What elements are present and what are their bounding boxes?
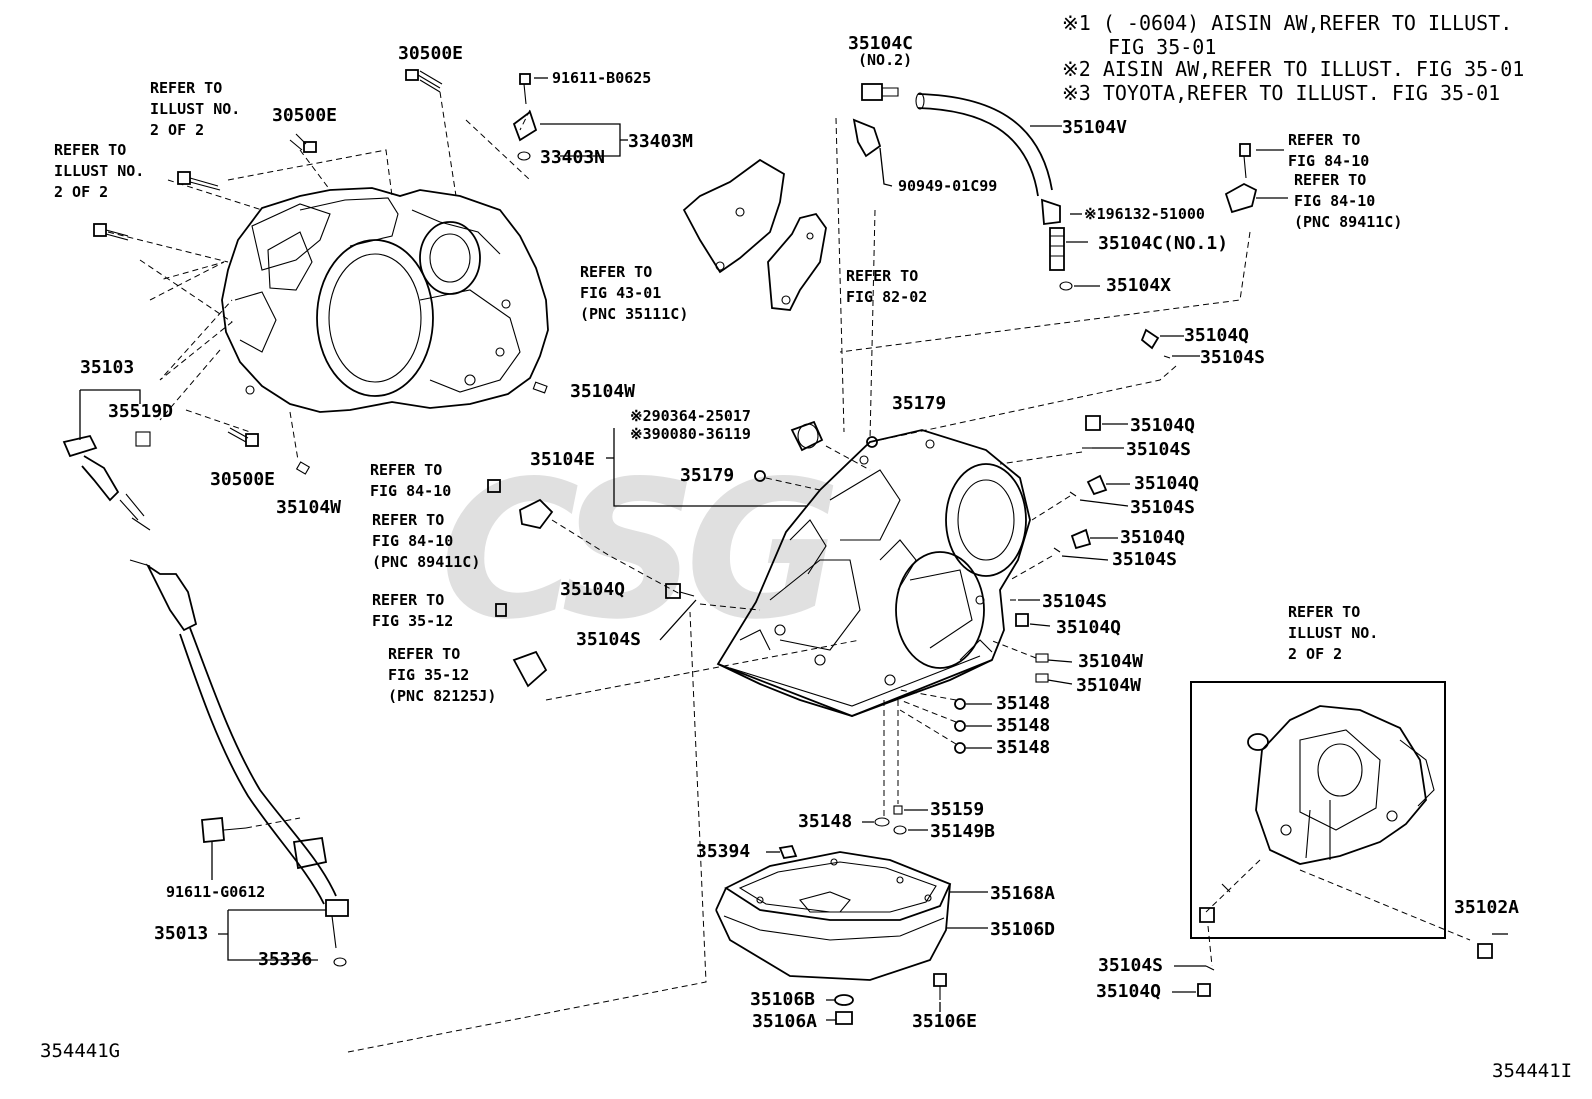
inset-frame <box>1190 681 1446 939</box>
part-35519d[interactable]: 35519D <box>108 401 174 422</box>
refer-fig-82-02[interactable]: REFER TO FIG 82-02 <box>846 267 928 306</box>
oil-pan-drawing <box>715 851 952 981</box>
refer-fig-43-01[interactable]: REFER TO FIG 43-01 (PNC 35111C) <box>580 263 689 323</box>
part-35104s-c[interactable]: 35104S <box>1130 497 1196 518</box>
part-35104q-e[interactable]: 35104Q <box>560 579 626 600</box>
part-35106b[interactable]: 35106B <box>750 989 816 1010</box>
part-35104q-g[interactable]: 35104Q <box>1096 981 1162 1002</box>
part-35104w-a[interactable]: 35104W <box>570 381 636 402</box>
part-35104s-d[interactable]: 35104S <box>1112 549 1178 570</box>
part-90949-01c99[interactable]: 90949-01C99 <box>898 177 998 195</box>
part-35148-d[interactable]: 35148 <box>798 811 853 832</box>
part-35104w-b[interactable]: 35104W <box>276 497 342 518</box>
part-33403n[interactable]: 33403N <box>540 147 606 168</box>
part-35104s-f[interactable]: 35104S <box>1042 591 1108 612</box>
part-35104q-f[interactable]: 35104Q <box>1056 617 1122 638</box>
bolt-30500e-mid-drawing <box>289 133 317 153</box>
part-35104s-a[interactable]: 35104S <box>1200 347 1266 368</box>
hose-35104v-drawing <box>861 83 1073 291</box>
part-35149b[interactable]: 35149B <box>930 821 996 842</box>
part-35106e[interactable]: 35106E <box>912 1011 978 1032</box>
refer-fig-84-10-b[interactable]: REFER TO FIG 84-10 <box>370 461 452 500</box>
part-35103[interactable]: 35103 <box>80 357 135 378</box>
part-35104q-c[interactable]: 35104Q <box>1134 473 1200 494</box>
dipstick-drawing <box>62 434 349 967</box>
part-35104e[interactable]: 35104E <box>530 449 596 470</box>
part-35104s-e[interactable]: 35104S <box>576 629 642 650</box>
part-91611-g0612[interactable]: 91611-G0612 <box>166 883 266 901</box>
refer-illust-2of2-a[interactable]: REFER TO ILLUST NO. 2 OF 2 <box>150 79 241 139</box>
cover-plate-drawing <box>682 158 827 311</box>
part-35104q-d[interactable]: 35104Q <box>1120 527 1186 548</box>
part-196132-51000[interactable]: ※196132-51000 <box>1084 205 1205 223</box>
part-35104c-no2[interactable]: 35104C <box>848 33 914 54</box>
part-35102a[interactable]: 35102A <box>1454 897 1520 918</box>
figure-code-left: 354441G <box>40 1040 121 1062</box>
part-35168a[interactable]: 35168A <box>990 883 1056 904</box>
part-35104w-d[interactable]: 35104W <box>1076 675 1142 696</box>
part-35179-b[interactable]: 35179 <box>680 465 735 486</box>
refer-illust-2of2-c[interactable]: REFER TO ILLUST NO. 2 OF 2 <box>1288 603 1379 663</box>
part-30500e-bot[interactable]: 30500E <box>210 469 276 490</box>
part-35104q-a[interactable]: 35104Q <box>1184 325 1250 346</box>
bolt-30500e-bot-drawing <box>227 427 259 447</box>
part-35104x[interactable]: 35104X <box>1106 275 1172 296</box>
part-35104c-no2-sub: (NO.2) <box>858 51 913 69</box>
note-1: ※1 ( -0604) AISIN AW,REFER TO ILLUST. <box>1062 11 1513 35</box>
part-35148-a[interactable]: 35148 <box>996 693 1051 714</box>
refer-fig-35-12[interactable]: REFER TO FIG 35-12 <box>372 591 454 630</box>
part-390080-36119[interactable]: ※390080-36119 <box>630 425 751 443</box>
part-35394[interactable]: 35394 <box>696 841 751 862</box>
part-35104s-g[interactable]: 35104S <box>1098 955 1164 976</box>
part-35336[interactable]: 35336 <box>258 949 313 970</box>
part-35104w-c[interactable]: 35104W <box>1078 651 1144 672</box>
part-35148-c[interactable]: 35148 <box>996 737 1051 758</box>
note-2: ※2 AISIN AW,REFER TO ILLUST. FIG 35-01 <box>1062 57 1525 81</box>
part-91611-b0625[interactable]: 91611-B0625 <box>552 69 652 87</box>
bolt-30500e-top-drawing <box>405 69 443 93</box>
part-35106d[interactable]: 35106D <box>990 919 1056 940</box>
note-3: ※3 TOYOTA,REFER TO ILLUST. FIG 35-01 <box>1062 81 1501 105</box>
part-35013[interactable]: 35013 <box>154 923 209 944</box>
part-35104s-b[interactable]: 35104S <box>1126 439 1192 460</box>
inset-mount-drawing <box>1247 705 1435 865</box>
part-35104v[interactable]: 35104V <box>1062 117 1128 138</box>
transaxle-housing-drawing <box>221 187 549 413</box>
refer-fig-84-10-pnc-a[interactable]: REFER TO FIG 84-10 (PNC 89411C) <box>1294 171 1403 231</box>
part-35104c-no1[interactable]: 35104C(NO.1) <box>1098 233 1229 254</box>
refer-fig-35-12-pnc[interactable]: REFER TO FIG 35-12 (PNC 82125J) <box>388 645 497 705</box>
part-290364-25017[interactable]: ※290364-25017 <box>630 407 751 425</box>
bolt-left-1 <box>177 171 221 191</box>
part-35148-b[interactable]: 35148 <box>996 715 1051 736</box>
bolt-left-2 <box>93 223 129 241</box>
part-35104q-b[interactable]: 35104Q <box>1130 415 1196 436</box>
part-33403m[interactable]: 33403M <box>628 131 694 152</box>
part-35179-a[interactable]: 35179 <box>892 393 947 414</box>
refer-fig-84-10-a[interactable]: REFER TO FIG 84-10 <box>1288 131 1370 170</box>
part-30500e-top[interactable]: 30500E <box>398 43 464 64</box>
figure-code-right: 354441I <box>1492 1060 1573 1082</box>
refer-illust-2of2-b[interactable]: REFER TO ILLUST NO. 2 OF 2 <box>54 141 145 201</box>
part-35106a[interactable]: 35106A <box>752 1011 818 1032</box>
part-30500e-mid[interactable]: 30500E <box>272 105 338 126</box>
note-1-cont: FIG 35-01 <box>1108 35 1217 59</box>
refer-fig-84-10-pnc-b[interactable]: REFER TO FIG 84-10 (PNC 89411C) <box>372 511 481 571</box>
part-35159[interactable]: 35159 <box>930 799 985 820</box>
